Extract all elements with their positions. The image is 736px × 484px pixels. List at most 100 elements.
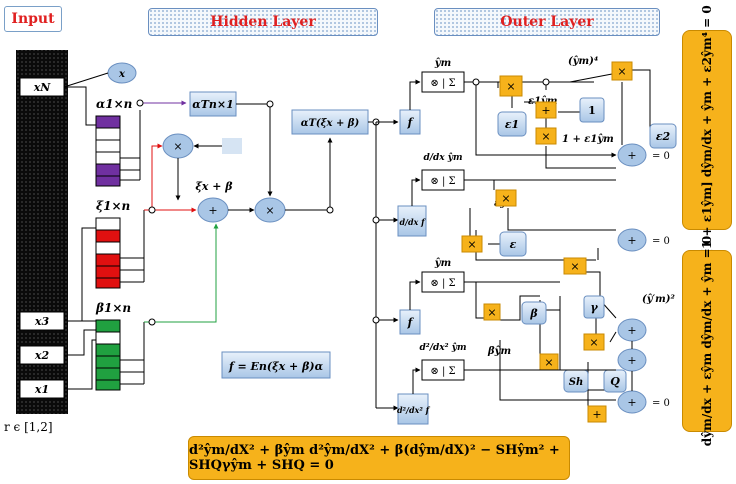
svg-text:×: × [501,192,510,205]
svg-text:Q: Q [610,375,620,388]
input-connections [64,86,100,390]
eps1-box [497,111,527,137]
input-x1-box: x1 [19,379,65,399]
hidden-placeholder-box [222,138,242,154]
svg-text:+: + [627,234,636,247]
hidden-mult-top-label: × [173,140,182,153]
eq1-mult-box-b [535,127,557,145]
bottom-equation-text: d²ŷm/dX² + βŷm d²ŷm/dX² + β(dŷm/dX)² − S… [189,443,560,473]
eq1-add-box [535,101,557,119]
bottom-equation: d²ŷm/dX² + βŷm d²ŷm/dX² + β(dŷm/dX)² − S… [188,436,570,480]
trunk-branches [376,119,399,411]
svg-text:ε2: ε2 [656,130,671,143]
xi-x-beta-label: ξx + β [195,180,233,193]
svg-text:β: β [529,307,538,320]
svg-text:×: × [589,336,598,349]
f-box-2: d/dx f [397,205,427,237]
outer-layer-header: Outer Layer [434,8,660,36]
eq2-zero: = 0 [652,236,670,247]
beta-taps [120,322,145,385]
alpha-transpose-label: αTn×1 [192,98,234,111]
range-label: r ϵ [1,2] [4,420,53,434]
hidden-mult-mid-label: × [265,204,274,217]
hidden-output-box [291,109,369,135]
svg-text:+: + [627,324,636,337]
y4-label: (ŷm)⁴ [568,56,598,67]
svg-text:×: × [506,80,515,93]
eps-box [499,231,527,257]
svg-text:×: × [467,238,476,251]
svg-text:+: + [541,104,550,117]
svg-text:+: + [592,408,601,421]
svg-text:⊗ | Σ: ⊗ | Σ [430,366,455,377]
xi-weight-block [95,217,121,289]
betay-label: βŷm [487,346,511,357]
f-box-4: d²/dx² f [397,393,431,425]
svg-text:⊗ | Σ: ⊗ | Σ [430,278,455,289]
f-box-3: f [399,309,421,335]
output-label-1: ŷm [434,58,451,69]
svg-text:f: f [407,116,415,129]
hidden-layer-header: Hidden Layer [148,8,378,36]
eq3-mult-box-b [483,303,501,321]
f-definition-box [221,351,331,379]
hidden-sum-label: + [208,204,217,217]
output-label-3: ŷm [434,258,451,269]
gamma-box [583,295,605,319]
input-x2-box: x2 [19,345,65,365]
eq3-add-box [587,405,607,423]
output-label-2: d/dx ŷm [423,152,462,163]
beta-path [144,223,219,323]
eq2-mult-box-a [495,189,517,207]
one-plus-label: 1 + ε1ŷm [562,134,614,145]
sum-box-2: ⊗ | Σ [421,169,465,191]
input-xN-label: xN [33,81,52,94]
svg-text:×: × [487,306,496,319]
svg-text:γ: γ [590,301,598,314]
eq1-zero: = 0 [652,151,670,162]
eq3-mult-box-c [583,333,605,351]
yprime2-label: (ŷ′m)² [642,294,675,305]
beta-label: β1×n [95,301,131,315]
one-box [579,97,605,123]
f-to-sum-links [409,79,421,394]
hidden-output-label: αT(ξx + β) [301,118,360,129]
eq1-sum-node [617,143,647,167]
side-equation-bottom: dŷm/dx + εŷm dŷm/dx + ŷm = 0 [682,236,732,446]
svg-text:d/dx f: d/dx f [399,217,426,227]
eq3-zero: = 0 [652,398,670,409]
svg-text:×: × [544,356,553,369]
input-x2-label: x2 [34,349,50,362]
svg-text:f: f [407,316,415,329]
svg-text:Sh: Sh [569,377,584,388]
eps2-box [649,123,677,149]
svg-text:+: + [627,354,636,367]
beta-outer-box [521,301,547,325]
input-xN-box: xN [19,77,65,97]
svg-text:×: × [570,260,579,273]
eq1-mult-box-a [499,75,523,97]
x-node-label: x [118,69,126,80]
eq2-sum-node [617,228,647,252]
output-label-4: d²/dx² ŷm [419,342,466,353]
eq2-mult-box-b [461,235,483,253]
svg-text:ε1: ε1 [505,118,519,131]
svg-text:d²/dx² f: d²/dx² f [397,405,431,415]
xi-taps [120,210,145,283]
svg-text:+: + [627,149,636,162]
svg-text:×: × [541,130,550,143]
svg-text:ε: ε [510,238,517,251]
input-x1-label: x1 [34,383,49,396]
f-box-1: f [399,109,421,135]
input-header: Input [4,6,62,32]
side-equation-top: [1 + ε1ŷm] dŷm/dx + ŷm + ε2ŷm⁴ = 0 [682,5,732,255]
eq1-mult-box-c [611,61,633,81]
alpha-label: α1×n [96,97,132,111]
eq3-final-links [464,341,633,391]
sum-box-1: ⊗ | Σ [421,71,465,93]
input-x3-box: x3 [19,311,65,331]
side-equation-bottom-text: dŷm/dx + εŷm dŷm/dx + ŷm = 0 [700,235,714,447]
svg-text:1: 1 [588,104,596,117]
